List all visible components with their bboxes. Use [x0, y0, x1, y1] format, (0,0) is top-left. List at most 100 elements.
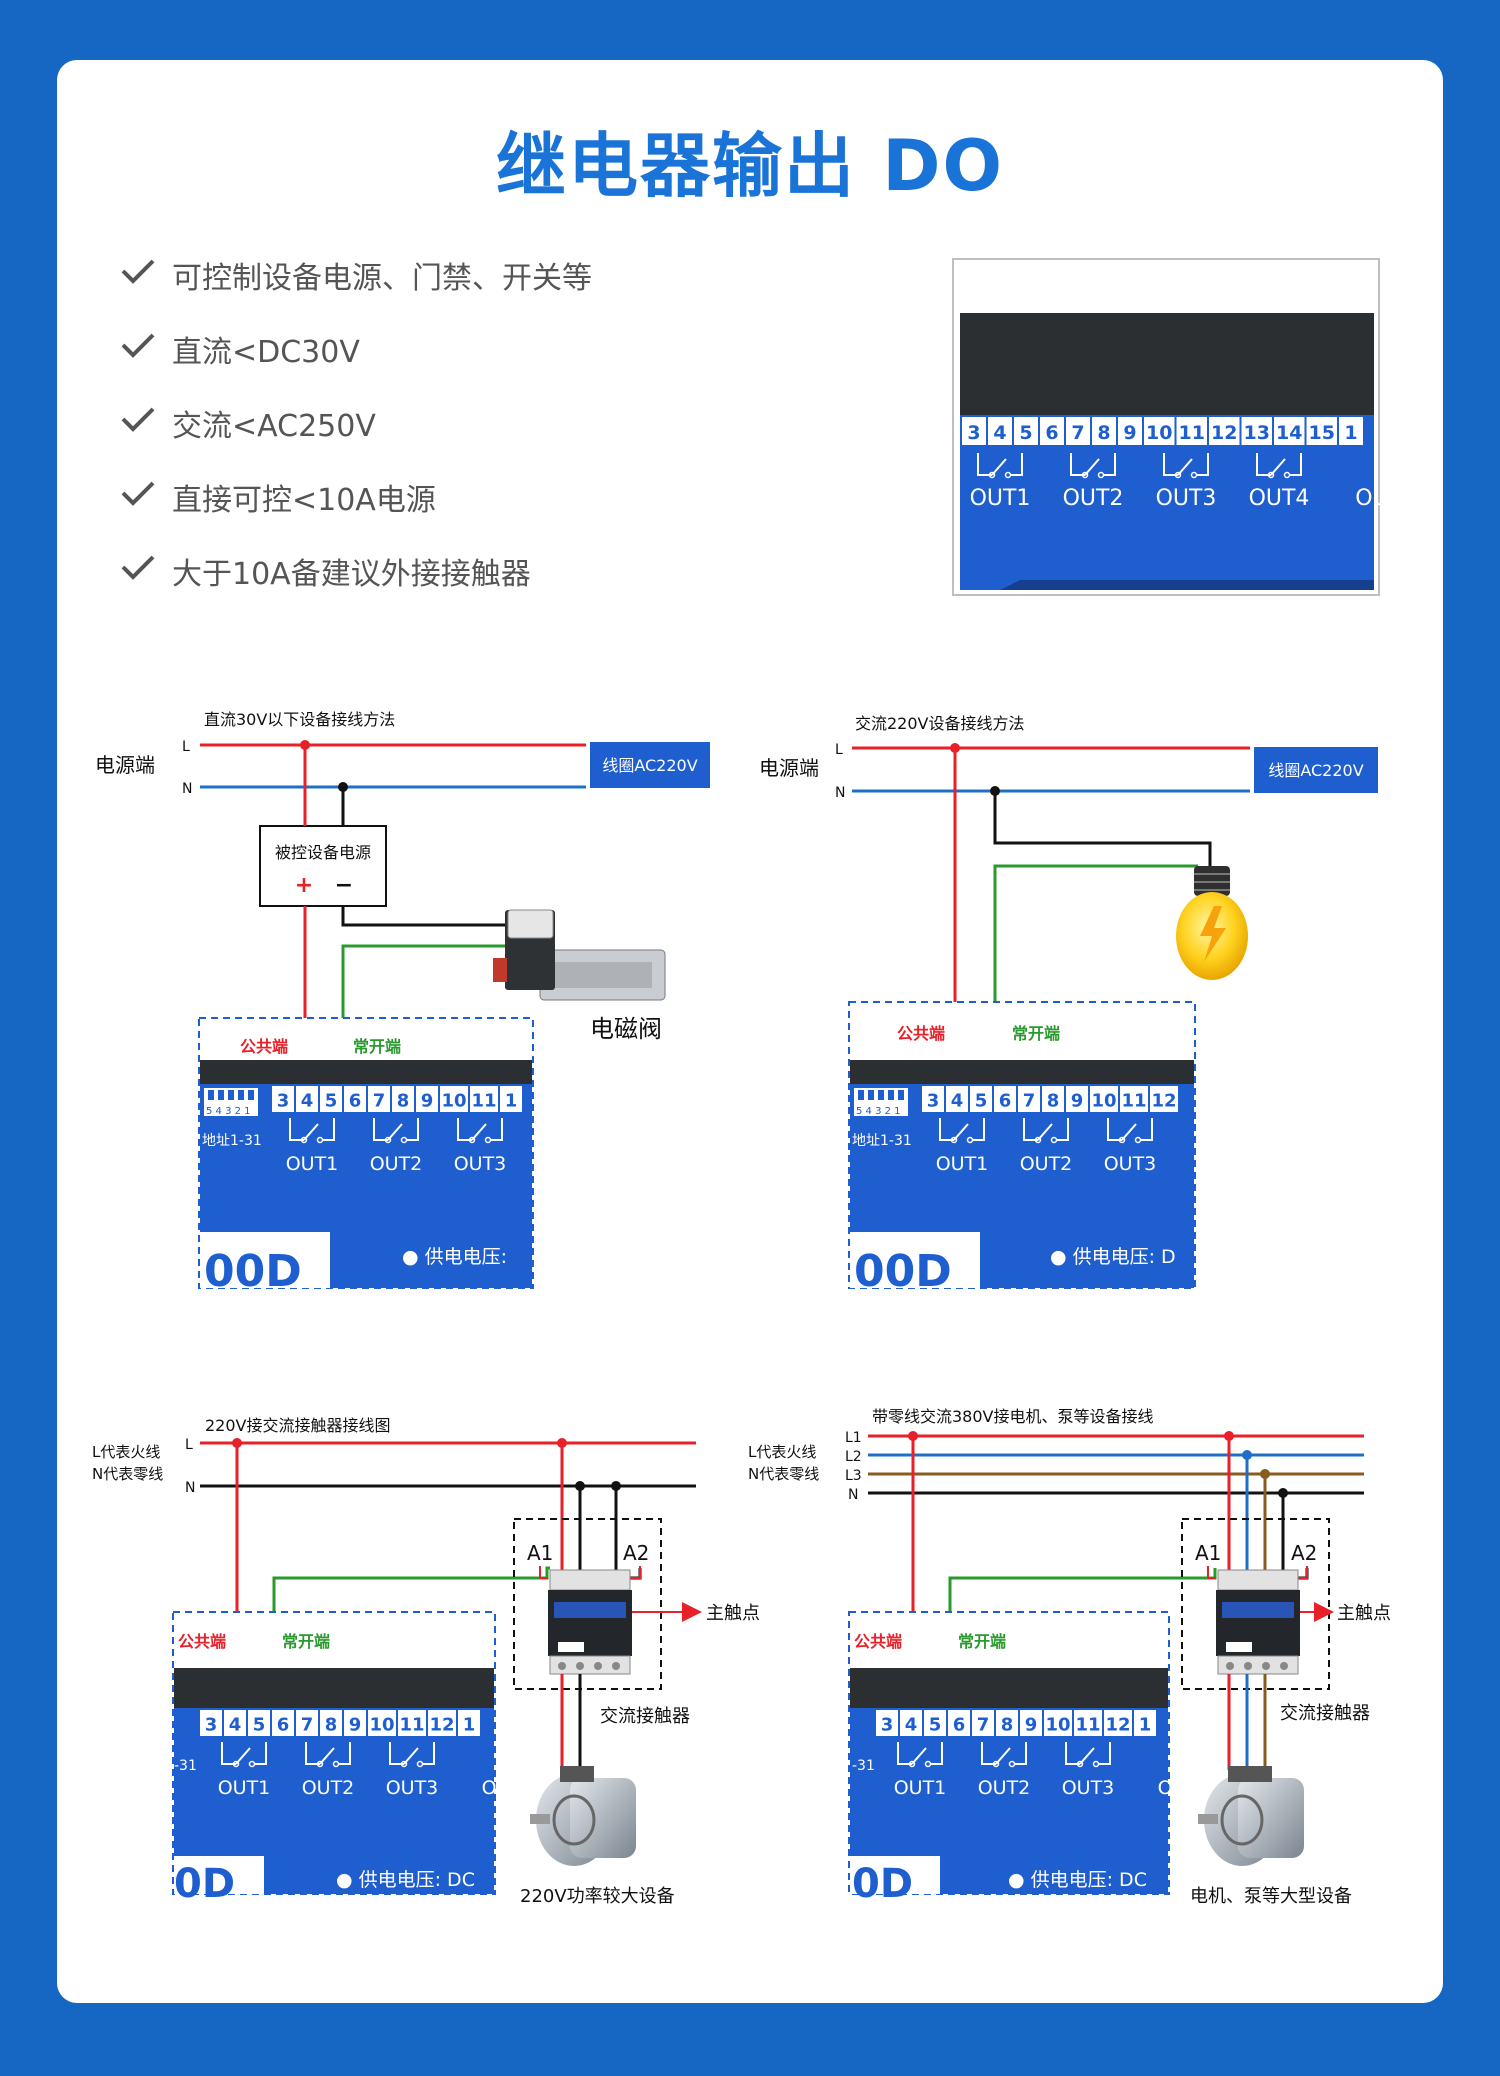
model-text: 00D — [854, 1246, 952, 1297]
terminal-cell — [500, 1086, 522, 1112]
relay-node — [1081, 471, 1089, 479]
power-end-label: 电源端 — [759, 756, 819, 780]
terminal-number: 7 — [373, 1090, 386, 1111]
terminal-number: 5 — [1019, 422, 1032, 444]
relay-switch-symbol — [1056, 1118, 1069, 1141]
terminal-number: 11 — [399, 1714, 424, 1735]
feature-text: 可控制设备电源、门禁、开关等 — [172, 261, 592, 296]
terminal-number: 8 — [1097, 422, 1110, 444]
terminal-cell — [948, 1710, 970, 1736]
output-label: OUT1 — [894, 1777, 947, 1799]
device-power-label: 被控设备电源 — [275, 843, 371, 862]
feature-text: 大于10A备建议外接接触器 — [172, 557, 531, 592]
motor-image — [530, 1766, 636, 1866]
terminal-cell — [416, 1086, 438, 1112]
diagram-caption: 直流30V以下设备接线方法 — [204, 710, 395, 729]
relay-switch-symbol — [1289, 453, 1302, 476]
output-label: OUT3 — [1156, 486, 1217, 511]
relay-contact — [1037, 1123, 1053, 1141]
terminal-cell — [368, 1710, 396, 1736]
check-icon — [120, 479, 160, 515]
line-n-label: N — [835, 785, 845, 801]
terminal-cell — [272, 1086, 294, 1112]
terminal-cell — [1339, 417, 1363, 445]
relay-switch-symbol — [490, 1118, 503, 1141]
output-label: OUT3 — [1104, 1153, 1157, 1175]
output-label: OU — [482, 1777, 511, 1799]
coil-badge — [1254, 747, 1378, 793]
terminal-number: 10 — [441, 1090, 466, 1111]
relay-switch-symbol — [457, 1118, 472, 1141]
feature-text: 交流<AC250V — [172, 409, 376, 444]
line-l-label: L — [835, 742, 843, 758]
check-icon — [120, 553, 160, 589]
terminal-number: 4 — [905, 1714, 918, 1735]
terminal-number: 12 — [1105, 1714, 1130, 1735]
feature-item: 可控制设备电源、门禁、开关等 — [120, 253, 592, 296]
terminal-cell — [1014, 417, 1038, 445]
relay-contact — [1177, 458, 1193, 476]
common-label: 公共端 — [240, 1037, 288, 1056]
diagram-caption: 220V接交流接触器接线图 — [205, 1416, 391, 1435]
relay-node — [384, 1136, 392, 1144]
terminal-number: 5 — [325, 1090, 338, 1111]
terminal-cell — [996, 1710, 1018, 1736]
terminal-cell — [1274, 417, 1305, 445]
relay-switch-symbol — [1098, 1742, 1111, 1765]
check-icon — [120, 405, 160, 441]
terminal-cell — [1209, 417, 1240, 445]
terminal-cell — [248, 1710, 270, 1736]
relay-switch-symbol — [981, 1742, 996, 1765]
terminal-number: 4 — [951, 1090, 964, 1111]
check-icon — [120, 257, 160, 293]
terminal-cell — [1176, 417, 1207, 445]
device-label: 电机、泵等大型设备 — [1190, 1886, 1352, 1907]
relay-switch-symbol — [1196, 453, 1209, 476]
output-label: OU — [1355, 486, 1388, 511]
zero-legend: N代表零线 — [92, 1465, 163, 1483]
power-end-label: 电源端 — [95, 753, 155, 777]
relay-node — [1267, 471, 1275, 479]
line-n-label: N — [848, 1487, 858, 1503]
terminal-cell — [392, 1086, 414, 1112]
terminal-number: 1 — [1139, 1714, 1152, 1735]
a2-label: A2 — [1291, 1541, 1317, 1565]
output-label: OUT1 — [970, 486, 1031, 511]
output-label: OUT1 — [218, 1777, 271, 1799]
terminal-cell — [344, 1710, 366, 1736]
no-label: 常开端 — [1012, 1024, 1060, 1043]
page-title: 继电器输出 DO — [496, 125, 1004, 207]
terminal-cell — [900, 1710, 922, 1736]
coil-badge — [590, 742, 710, 788]
relay-switch-symbol — [1163, 453, 1178, 476]
terminal-number: 3 — [927, 1090, 940, 1111]
terminal-cell — [1074, 1710, 1102, 1736]
supply-text: ● 供电电压: DC — [1008, 1869, 1147, 1891]
terminal-number: 6 — [999, 1090, 1012, 1111]
terminal-cell — [320, 1710, 342, 1736]
terminal-number: 1 — [463, 1714, 476, 1735]
relay-node — [992, 1760, 1000, 1768]
relay-contact — [319, 1747, 335, 1765]
terminal-number: 9 — [1123, 422, 1136, 444]
terminal-cell — [970, 1086, 992, 1112]
terminal-cell — [1090, 1086, 1118, 1112]
common-label: 公共端 — [178, 1632, 226, 1651]
relay-switch-symbol — [305, 1742, 320, 1765]
contactor-image — [548, 1569, 632, 1675]
relay-contact — [1079, 1747, 1095, 1765]
terminal-number: 12 — [1211, 422, 1237, 444]
no-label: 常开端 — [353, 1037, 401, 1056]
terminal-number: 10 — [1091, 1090, 1116, 1111]
terminal-number: 6 — [349, 1090, 362, 1111]
terminal-cell — [988, 417, 1012, 445]
output-label: OUT3 — [1062, 1777, 1115, 1799]
line-n-label: N — [185, 1480, 195, 1496]
no-label: 常开端 — [958, 1632, 1006, 1651]
terminal-cell — [1066, 417, 1090, 445]
common-label: 公共端 — [854, 1632, 902, 1651]
dip-numbers: 5 4 3 2 1 — [856, 1106, 901, 1117]
terminal-number: 15 — [1309, 422, 1335, 444]
relay-switch-symbol — [1107, 1118, 1122, 1141]
